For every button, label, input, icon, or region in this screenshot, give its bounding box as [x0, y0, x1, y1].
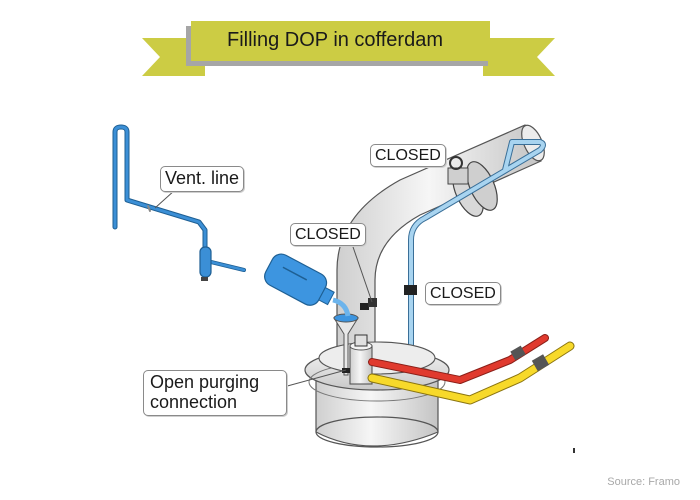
callout-leaders [154, 189, 373, 389]
hydraulic-valve [404, 285, 417, 295]
hydraulic-line [404, 139, 546, 368]
dop-stream [332, 297, 351, 317]
source-credit: Source: Framo [607, 476, 680, 488]
banner-main [191, 21, 490, 61]
source-mark [573, 448, 575, 453]
valve-handwheel [449, 156, 463, 170]
diagram-title: Filling DOP in cofferdam [226, 28, 443, 51]
callout-closed-left: CLOSED [290, 223, 366, 246]
dop-bottle [264, 253, 351, 317]
red-pipe-coupling [510, 345, 526, 361]
closed-valve-left [360, 298, 377, 310]
banner-right-ribbon [483, 38, 555, 76]
title-banner [142, 21, 555, 76]
red-pipe [368, 334, 549, 384]
vent-drain-pot [199, 246, 212, 278]
funnel [333, 313, 359, 376]
callout-closed-top: CLOSED [370, 144, 446, 167]
vent-line-pipe [112, 124, 246, 281]
callout-purging-connection: Open purging connection [143, 370, 287, 416]
yellow-pipe-coupling [531, 354, 550, 372]
callout-closed-right: CLOSED [425, 282, 501, 305]
callout-vent-line: Vent. line [160, 166, 245, 192]
yellow-pipe [367, 341, 575, 405]
